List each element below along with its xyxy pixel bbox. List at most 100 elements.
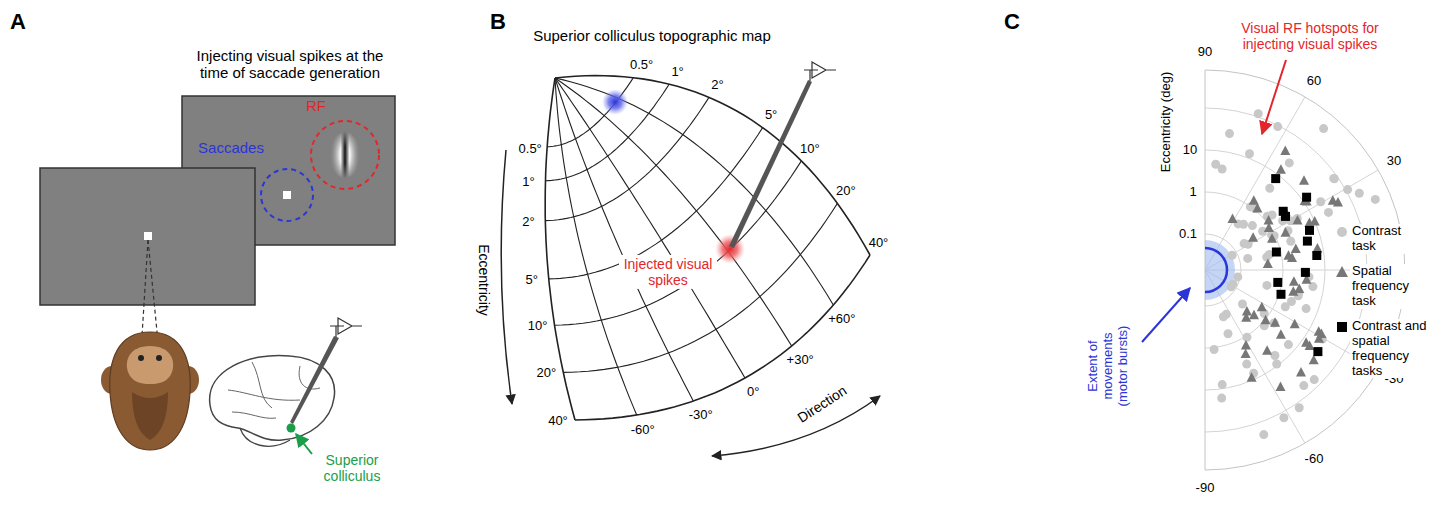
callout-label: Visual RF hotspots for injecting visual … xyxy=(1221,20,1399,52)
spatial-frequency-point xyxy=(1261,315,1271,325)
contrast-point xyxy=(1245,149,1254,158)
callout-label: Extent of movements (motor bursts) xyxy=(1086,316,1131,416)
radius-tick: 1 xyxy=(1189,185,1196,200)
both-tasks-point xyxy=(1303,237,1312,246)
iso-direction-line xyxy=(555,76,870,255)
spatial-frequency-point xyxy=(1304,217,1314,227)
eccentricity-tick: 1° xyxy=(522,175,534,190)
both-tasks-point xyxy=(1271,174,1280,183)
eccentricity-tick: 10° xyxy=(800,141,820,156)
legend-row: Contrast and spatial frequency tasks xyxy=(1334,319,1430,379)
contrast-point xyxy=(1265,184,1274,193)
contrast-point xyxy=(1371,195,1380,204)
eccentricity-tick: 20° xyxy=(836,184,856,199)
spatial-frequency-point xyxy=(1270,317,1280,327)
contrast-point xyxy=(1262,253,1271,262)
eccentricity-tick: 5° xyxy=(765,108,777,123)
contrast-point xyxy=(1273,122,1282,131)
circle-marker xyxy=(1337,227,1347,237)
legend-swatch xyxy=(1334,264,1350,280)
injection-label: Injected visual spikes xyxy=(619,255,717,289)
contrast-point xyxy=(1279,413,1288,422)
contrast-point xyxy=(1310,375,1319,384)
spatial-frequency-point xyxy=(1289,276,1299,286)
square-marker xyxy=(1337,322,1347,332)
movement-extent-area xyxy=(1205,240,1235,300)
legend-text: Spatial frequency task xyxy=(1350,264,1430,309)
both-tasks-point xyxy=(1281,212,1290,221)
front-screen xyxy=(40,168,255,305)
spatial-frequency-point xyxy=(1276,164,1286,174)
axis-label: Direction xyxy=(794,382,849,426)
spatial-frequency-point xyxy=(1280,146,1290,156)
contrast-point xyxy=(1324,208,1333,217)
both-tasks-point xyxy=(1272,248,1281,257)
spatial-frequency-point xyxy=(1296,367,1306,377)
spatial-frequency-point xyxy=(1263,258,1273,268)
eccentricity-tick: 2° xyxy=(522,215,534,230)
panel-letter: A xyxy=(10,9,26,34)
leader-arrow xyxy=(296,434,312,454)
spatial-frequency-point xyxy=(1247,372,1257,382)
direction-tick: +30° xyxy=(787,352,814,367)
contrast-point xyxy=(1228,251,1237,260)
saccade-label: Saccades xyxy=(198,139,264,156)
spatial-frequency-point xyxy=(1241,340,1251,350)
spatial-frequency-point xyxy=(1262,345,1272,355)
spatial-frequency-point xyxy=(1314,333,1324,343)
radius-tick: 0.1 xyxy=(1179,227,1197,242)
iso-direction-line xyxy=(555,78,693,401)
axis-label: Eccentricity (deg) xyxy=(1159,72,1174,172)
spatial-frequency-point xyxy=(1228,213,1238,223)
monkey-eye xyxy=(138,355,144,361)
target-spot xyxy=(283,191,291,199)
spatial-frequency-point xyxy=(1328,195,1338,205)
both-tasks-point xyxy=(1313,347,1322,356)
motor-burst-blob xyxy=(602,89,628,115)
contrast-point xyxy=(1302,304,1311,313)
iso-eccentricity-line xyxy=(545,97,709,220)
spatial-frequency-point xyxy=(1242,306,1252,316)
panel-letter: B xyxy=(490,9,506,34)
monkey-eye xyxy=(156,355,162,361)
eccentricity-tick: 40° xyxy=(548,413,568,428)
contrast-point xyxy=(1270,351,1279,360)
contrast-point xyxy=(1222,310,1231,319)
spatial-frequency-point xyxy=(1291,244,1301,254)
contrast-point xyxy=(1225,129,1234,138)
contrast-point xyxy=(1285,158,1294,167)
direction-arrow xyxy=(712,396,880,456)
monkey-face xyxy=(127,346,173,384)
iso-direction-line xyxy=(555,78,745,378)
legend-swatch xyxy=(1334,319,1350,335)
legend-text: Contrast task xyxy=(1350,224,1430,254)
contrast-point xyxy=(1262,281,1271,290)
eccentricity-tick: 5° xyxy=(526,273,538,288)
spatial-frequency-point xyxy=(1288,286,1298,296)
rf-circle xyxy=(311,121,379,189)
contrast-point xyxy=(1286,237,1295,246)
eccentricity-tick: 20° xyxy=(536,366,556,381)
leader-arrow xyxy=(1142,288,1190,342)
eccentricity-tick: 0.5° xyxy=(519,141,542,156)
direction-tick: +60° xyxy=(828,311,855,326)
iso-direction-line xyxy=(555,78,637,415)
contrast-point xyxy=(1330,174,1339,183)
contrast-point xyxy=(1329,174,1338,183)
saccade-circle xyxy=(261,169,313,221)
contrast-point xyxy=(1284,340,1293,349)
amplifier-symbol xyxy=(804,62,836,81)
spatial-frequency-point xyxy=(1276,329,1286,339)
monkey-head xyxy=(110,332,190,450)
iso-direction-line xyxy=(555,78,792,346)
panel-b-art xyxy=(501,62,880,456)
eccentricity-arrow xyxy=(501,150,512,404)
eccentricity-tick: 1° xyxy=(671,64,683,79)
contrast-point xyxy=(1238,300,1247,309)
legend: Contrast taskSpatial frequency taskContr… xyxy=(1334,224,1430,388)
sc-map-grid xyxy=(545,76,870,420)
iso-eccentricity-line xyxy=(555,161,802,325)
spatial-frequency-point xyxy=(1249,195,1259,205)
fixation-spot xyxy=(144,232,152,240)
leader-arrow xyxy=(1262,60,1286,134)
